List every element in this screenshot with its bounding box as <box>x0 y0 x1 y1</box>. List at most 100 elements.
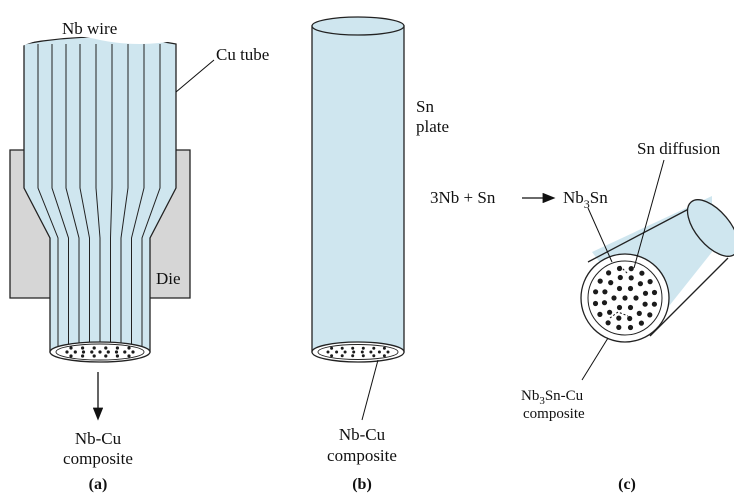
filament-dot <box>369 351 372 354</box>
composite-end-inner-b <box>318 345 398 360</box>
filament-dot <box>330 354 333 357</box>
filament-dot <box>351 354 354 357</box>
composite-label-b-1: Nb-Cu <box>339 425 386 444</box>
composite-leader-c <box>582 338 608 380</box>
filament-dot <box>351 347 354 350</box>
caption-c: (c) <box>618 476 636 493</box>
filament-dot <box>98 350 101 353</box>
filament-dot <box>104 346 107 349</box>
filament-dot <box>74 350 77 353</box>
panel-c: 3Nb + Sn Nb3Sn Sn diffusion Nb3Sn-Cu com… <box>430 139 734 493</box>
caption-b: (b) <box>352 476 372 493</box>
composite-label-c-1: Nb3Sn-Cu <box>521 388 584 407</box>
filament-dot <box>597 312 602 317</box>
panel-b: Sn plate Nb-Cu composite (b) <box>312 17 449 493</box>
sn-label-1: Sn <box>416 97 434 116</box>
filament-dot <box>606 320 611 325</box>
filament-dot <box>90 350 93 353</box>
filament-dot <box>344 351 347 354</box>
filament-dot <box>383 347 386 350</box>
filament-dot <box>629 266 634 271</box>
filament-dot <box>123 350 126 353</box>
filament-dot <box>81 354 84 357</box>
filament-dot <box>628 286 633 291</box>
cu-tube-label: Cu tube <box>216 45 269 64</box>
die-label: Die <box>156 269 181 288</box>
filament-dot <box>617 305 622 310</box>
composite-label-a-1: Nb-Cu <box>75 429 122 448</box>
filament-dot <box>607 310 612 315</box>
filament-dot <box>652 290 657 295</box>
filament-dot <box>107 350 110 353</box>
filament-dot <box>65 350 68 353</box>
filament-dot <box>628 325 633 330</box>
filament-dot <box>606 270 611 275</box>
filament-dot <box>127 354 130 357</box>
filament-dot <box>81 346 84 349</box>
composite-label-b-2: composite <box>327 446 397 465</box>
cu-tube-leader <box>176 60 214 92</box>
sn-plated-rod <box>312 26 404 352</box>
filament-dot <box>618 275 623 280</box>
caption-a: (a) <box>89 476 108 493</box>
filament-dot <box>341 347 344 350</box>
filament-dot <box>372 354 375 357</box>
filament-dot <box>69 346 72 349</box>
filament-dot <box>617 286 622 291</box>
filament-dot <box>593 289 598 294</box>
filament-dot <box>362 354 365 357</box>
filament-dot <box>622 295 627 300</box>
filament-dot <box>643 302 648 307</box>
panel-a: Nb wire Cu tube Die Nb-Cu composite (a) <box>10 19 269 493</box>
filament-dot <box>383 354 386 357</box>
filament-dot <box>616 325 621 330</box>
rod-top-b <box>312 17 404 35</box>
filament-dot <box>387 351 390 354</box>
filament-dot <box>104 354 107 357</box>
filament-dot <box>648 279 653 284</box>
filament-dot <box>82 350 85 353</box>
nb-wire-label: Nb wire <box>62 19 117 38</box>
filament-dot <box>638 281 643 286</box>
filament-dot <box>115 350 118 353</box>
filament-dot <box>593 301 598 306</box>
filament-dot <box>341 354 344 357</box>
filament-dot <box>116 354 119 357</box>
filament-dot <box>131 350 134 353</box>
filament-dot <box>372 347 375 350</box>
reaction-lhs: 3Nb + Sn <box>430 188 496 207</box>
filament-dot <box>633 295 638 300</box>
filament-dot <box>639 321 644 326</box>
filament-dot <box>608 280 613 285</box>
filament-dot <box>602 300 607 305</box>
composite-label-c-2: composite <box>523 406 585 422</box>
filament-dot <box>335 351 338 354</box>
filament-dot <box>93 354 96 357</box>
filament-dot <box>327 351 330 354</box>
filament-dot <box>652 302 657 307</box>
sn-diffusion-label: Sn diffusion <box>637 139 721 158</box>
filament-dot <box>611 295 616 300</box>
filament-dot <box>378 351 381 354</box>
filament-dot <box>127 346 130 349</box>
filament-dot <box>352 351 355 354</box>
filament-dot <box>639 271 644 276</box>
filament-dot <box>647 312 652 317</box>
filament-dot <box>602 289 607 294</box>
reaction-product: Nb3Sn <box>563 188 608 211</box>
filament-dot <box>637 311 642 316</box>
filament-dot <box>116 346 119 349</box>
filament-dot <box>330 347 333 350</box>
composite-leader-b <box>362 360 378 420</box>
filament-dot <box>629 275 634 280</box>
filament-dot <box>628 305 633 310</box>
filament-dot <box>93 346 96 349</box>
filament-dot <box>362 347 365 350</box>
filament-dot <box>598 279 603 284</box>
composite-label-a-2: composite <box>63 449 133 468</box>
filament-dot <box>643 291 648 296</box>
filament-dot <box>627 316 632 321</box>
filament-dot <box>616 316 621 321</box>
sn-label-2: plate <box>416 117 449 136</box>
